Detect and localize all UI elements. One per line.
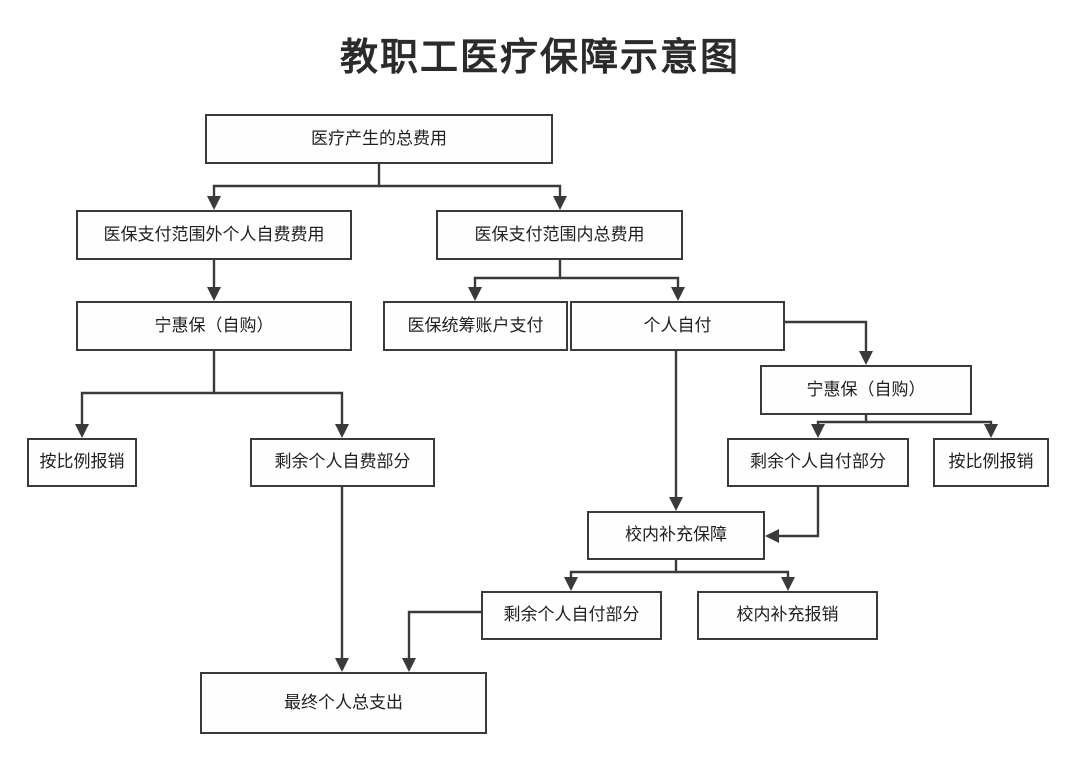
edge-total-to-out-scope	[207, 164, 381, 210]
page-title: 教职工医疗保障示意图	[339, 37, 740, 79]
edge-campus-supp-to-campus-reimb	[676, 570, 795, 591]
node-total-medical-cost[interactable]: 医疗产生的总费用	[205, 114, 553, 164]
edge-out-scope-to-ninghui-left	[207, 260, 221, 301]
edge-total-to-in-scope	[379, 184, 567, 210]
node-campus-supplementary-reimbursement[interactable]: 校内补充报销	[697, 591, 878, 640]
node-final-personal-total-expense[interactable]: 最终个人总支出	[200, 672, 487, 734]
edge-ninghui-left-to-remain-self-fee	[214, 391, 349, 438]
node-out-of-scope-self-paid[interactable]: 医保支付范围外个人自费费用	[76, 210, 352, 260]
edge-self-pay-to-campus-supp	[669, 351, 683, 511]
node-ninghuibao-right[interactable]: 宁惠保（自购）	[760, 365, 972, 415]
node-proportional-reimbursement-right[interactable]: 按比例报销	[933, 438, 1049, 487]
node-in-scope-total-cost[interactable]: 医保支付范围内总费用	[436, 210, 683, 260]
node-remaining-personal-copay[interactable]: 剩余个人自付部分	[727, 438, 909, 487]
node-ninghuibao-left[interactable]: 宁惠保（自购）	[76, 301, 352, 351]
node-insurance-pool-account-payment[interactable]: 医保统筹账户支付	[383, 301, 568, 351]
edge-remain-self-pay2-to-final-total	[402, 610, 481, 672]
edge-in-scope-to-pool-account	[468, 260, 562, 301]
edge-ninghui-right-to-ratio-right	[866, 420, 998, 438]
edge-ninghui-left-to-ratio-left	[75, 351, 216, 438]
node-campus-supplementary-coverage[interactable]: 校内补充保障	[587, 511, 765, 560]
edge-campus-supp-to-remain-self-pay2	[564, 560, 678, 591]
edge-in-scope-to-self-pay	[560, 276, 685, 301]
edge-remain-self-pay-to-campus-supp	[765, 487, 820, 543]
node-remaining-personal-self-funded[interactable]: 剩余个人自费部分	[250, 438, 435, 487]
node-personal-self-payment[interactable]: 个人自付	[570, 301, 785, 351]
node-proportional-reimbursement-left[interactable]: 按比例报销	[27, 438, 137, 487]
node-remaining-personal-copay-final[interactable]: 剩余个人自付部分	[481, 591, 662, 640]
edge-self-pay-to-ninghui-right	[785, 320, 873, 365]
edge-ninghui-right-to-remain-self-pay	[811, 415, 868, 438]
edge-remain-self-fee-to-final-total	[335, 487, 349, 672]
